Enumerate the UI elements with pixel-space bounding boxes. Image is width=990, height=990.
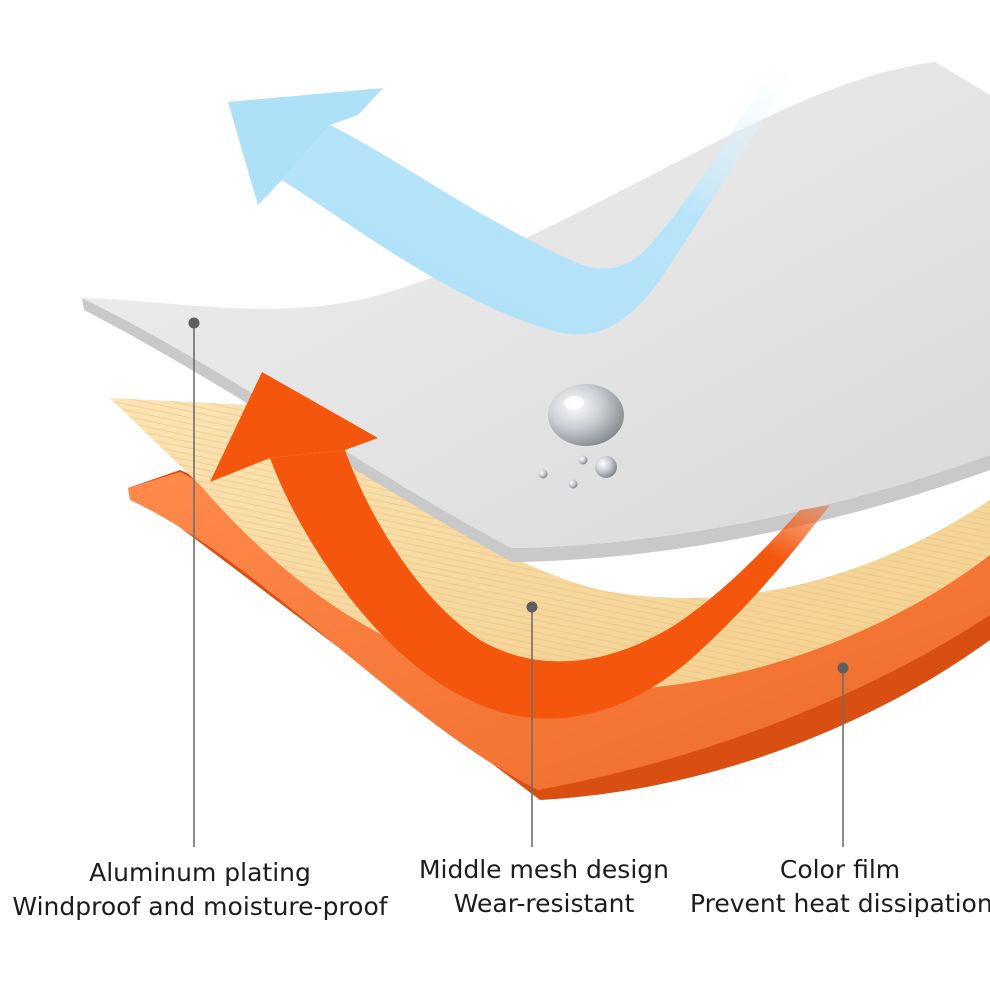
heat-arrow xyxy=(210,372,830,719)
mesh-caption-desc: Wear-resistant xyxy=(453,889,635,918)
blue-arrow-body xyxy=(282,55,805,335)
droplet-large-highlight xyxy=(564,396,584,410)
blue-arrow-head xyxy=(228,88,383,205)
mesh-caption-title: Middle mesh design xyxy=(418,855,669,884)
film-leader-dot xyxy=(837,662,849,674)
aluminum-caption: Aluminum plating Windproof and moisture-… xyxy=(0,856,400,924)
color-film-surface xyxy=(128,472,990,790)
droplet-large xyxy=(548,384,624,446)
leader-lines xyxy=(188,317,849,847)
mesh-caption: Middle mesh design Wear-resistant xyxy=(404,853,684,921)
aluminum-caption-desc: Windproof and moisture-proof xyxy=(12,892,388,921)
aluminum-caption-title: Aluminum plating xyxy=(89,858,311,887)
droplet-small-1 xyxy=(578,455,588,465)
water-droplets xyxy=(538,384,624,489)
film-caption: Color film Prevent heat dissipation xyxy=(690,853,990,921)
film-caption-desc: Prevent heat dissipation xyxy=(690,889,990,918)
airflow-out-arrow xyxy=(228,55,805,335)
droplet-medium xyxy=(595,456,617,478)
orange-arrow-head xyxy=(210,372,378,482)
aluminum-leader-dot xyxy=(188,317,200,329)
orange-arrow-body xyxy=(270,450,830,719)
droplet-small-3 xyxy=(568,479,578,489)
film-caption-title: Color film xyxy=(779,855,901,884)
mesh-leader-dot xyxy=(526,601,538,613)
droplet-small-2 xyxy=(538,469,548,479)
